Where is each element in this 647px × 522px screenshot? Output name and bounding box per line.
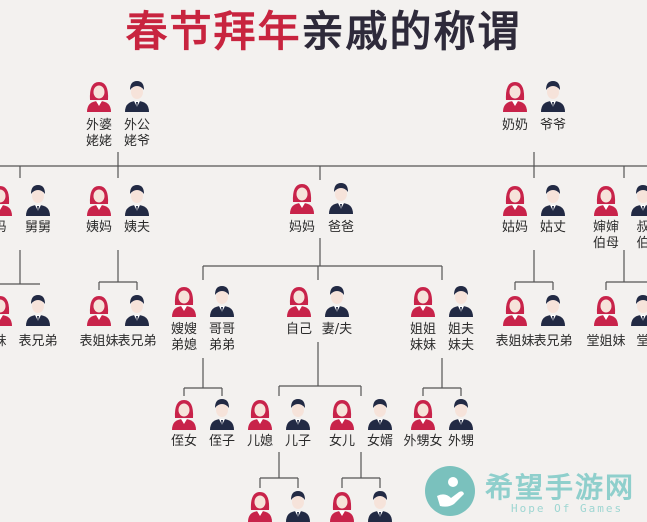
- tangjiemei-female-icon: [594, 296, 618, 326]
- jiejie-female-icon: [411, 287, 435, 317]
- relation-label-gege: 哥哥弟弟: [208, 322, 235, 353]
- erxi-female-icon: [248, 400, 272, 430]
- zhizi-male-icon: [210, 399, 234, 430]
- yifu-male-icon: [125, 185, 149, 216]
- title-part-red: 春节拜年: [125, 7, 302, 56]
- gege-male-icon: [210, 286, 234, 317]
- relation-label-jiefu: 姐夫妹夫: [447, 322, 474, 353]
- relation-label-baba: 爸爸: [327, 220, 354, 235]
- grandchild-4-male-icon: [368, 491, 392, 522]
- nainai-female-icon: [503, 82, 527, 112]
- relation-label-biaoxiongdi1: 表兄弟: [18, 334, 58, 349]
- waipo-female-icon: [87, 82, 111, 112]
- hand-logo-icon: [425, 466, 475, 516]
- relation-label-nvxu: 女婿: [366, 434, 393, 449]
- left_mei-female-icon: [0, 296, 12, 326]
- relation-label-nver: 女儿: [328, 434, 355, 449]
- relation-label-saosao: 嫂嫂弟媳: [170, 322, 197, 353]
- relation-label-biaoxiongdi_r: 表兄弟: [533, 334, 573, 349]
- relation-label-gugu: 姑妈: [501, 220, 528, 235]
- relation-label-qifu: 妻/夫: [321, 322, 353, 337]
- relation-label-guzhang: 姑丈: [539, 220, 566, 235]
- shubo-male-icon: [631, 185, 647, 216]
- waisunv-female-icon: [411, 400, 435, 430]
- nver-female-icon: [330, 400, 354, 430]
- grandchild-1-female-icon: [248, 492, 272, 522]
- jiefu-male-icon: [449, 286, 473, 317]
- biaojiemei_l-female-icon: [87, 296, 111, 326]
- relation-label-yima: 姨妈: [85, 220, 112, 235]
- watermark-name: 希望手游网: [485, 471, 636, 504]
- yeye-male-icon: [541, 81, 565, 112]
- relation-label-biaojiemei_r: 表姐妹: [495, 334, 535, 349]
- waigong-male-icon: [125, 81, 149, 112]
- relation-label-nainai: 奶奶: [501, 118, 528, 133]
- relation-label-left_mei: 妹: [0, 334, 40, 350]
- relation-label-yifu: 姨夫: [123, 220, 150, 235]
- yima-female-icon: [87, 186, 111, 216]
- page-title: 春节拜年亲戚的称谓: [0, 4, 647, 60]
- gugu-female-icon: [503, 186, 527, 216]
- relation-label-biaoxiongdi_l: 表兄弟: [117, 334, 157, 349]
- relation-label-jiujiu: 舅舅: [24, 220, 51, 235]
- guzhang-male-icon: [541, 185, 565, 216]
- relation-label-erxi: 儿媳: [246, 434, 273, 449]
- erzi-male-icon: [286, 399, 310, 430]
- zhinv-female-icon: [172, 400, 196, 430]
- relation-label-waisheng: 外甥: [447, 434, 474, 449]
- relation-label-ziji: 自己: [285, 322, 312, 337]
- waisheng-male-icon: [449, 399, 473, 430]
- qifu-male-icon: [325, 286, 349, 317]
- grandchild-2-male-icon: [286, 491, 310, 522]
- tang_r-male-icon: [631, 295, 647, 326]
- relation-label-waigong: 外公姥爷: [123, 118, 150, 149]
- mama-female-icon: [290, 184, 314, 214]
- relation-label-shubo: 叔伯: [636, 220, 647, 251]
- watermark-sub: Hope Of Games: [511, 502, 624, 515]
- nvxu-male-icon: [368, 399, 392, 430]
- saosao-female-icon: [172, 287, 196, 317]
- biaoxiongdi_r-male-icon: [541, 295, 565, 326]
- relation-label-yeye: 爷爷: [539, 118, 566, 133]
- grandchild-3-female-icon: [330, 492, 354, 522]
- left_ma-female-icon: [0, 186, 12, 216]
- relation-label-left_ma: 妈: [0, 220, 40, 236]
- ziji-female-icon: [287, 287, 311, 317]
- biaoxiongdi_l-male-icon: [125, 295, 149, 326]
- relation-label-tang_r: 堂: [636, 334, 647, 349]
- title-part-dark: 亲戚的称谓: [301, 7, 522, 56]
- relation-label-waipo: 外婆姥姥: [85, 118, 112, 149]
- watermark: 希望手游网 Hope Of Games: [425, 460, 647, 522]
- relation-label-zhizi: 侄子: [208, 434, 235, 449]
- relation-label-mama: 妈妈: [288, 220, 315, 235]
- relation-label-zhinv: 侄女: [170, 434, 197, 449]
- jiujiu-male-icon: [26, 185, 50, 216]
- relation-label-jiejie: 姐姐妹妹: [409, 322, 436, 353]
- baba-male-icon: [329, 183, 353, 214]
- shenshen-female-icon: [594, 186, 618, 216]
- relation-label-waisunv: 外甥女: [403, 434, 443, 449]
- relation-label-tangjiemei: 堂姐妹: [586, 334, 626, 349]
- relation-label-biaojiemei_l: 表姐妹: [79, 334, 119, 349]
- biaojiemei_r-female-icon: [503, 296, 527, 326]
- relation-label-shenshen: 婶婶伯母: [592, 220, 619, 251]
- relation-label-erzi: 儿子: [284, 434, 311, 449]
- biaoxiongdi1-male-icon: [26, 295, 50, 326]
